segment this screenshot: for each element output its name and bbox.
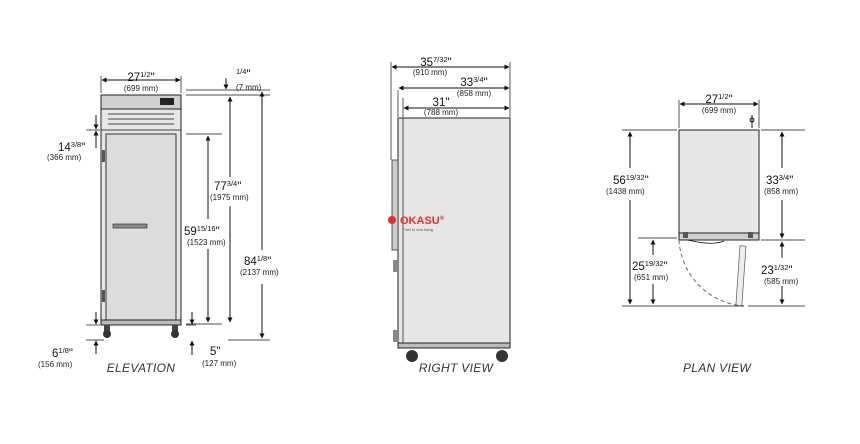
caster-stem bbox=[172, 325, 178, 331]
caster-wheel bbox=[406, 350, 418, 362]
plan-view-open-door bbox=[735, 245, 747, 307]
elevation-top-gap-mm: (7 mm) bbox=[236, 83, 262, 92]
door-handle bbox=[112, 223, 148, 229]
right-side-view: OKASU® Thiết bị nhà hàng 357/32" (910 mm… bbox=[388, 55, 511, 375]
right-view-caption: RIGHT VIEW bbox=[419, 361, 495, 375]
elevation-door-height-mm: (1523 mm) bbox=[187, 238, 226, 247]
right-view-body-depth-label: 31" bbox=[433, 97, 450, 109]
elevation-caster-mm: (127 mm) bbox=[202, 359, 237, 368]
door-hinge bbox=[102, 150, 105, 162]
plan-door-swing-mm: (651 mm) bbox=[634, 273, 669, 282]
elevation-overall-height-label: 841/8" bbox=[244, 254, 271, 268]
plan-view-hinge bbox=[748, 232, 753, 238]
elevation-grille-label: 143/8" bbox=[58, 140, 85, 154]
plan-width-label: 271/2" bbox=[705, 92, 732, 106]
elevation-caption: ELEVATION bbox=[107, 361, 176, 375]
plan-total-depth-label: 5619/32" bbox=[613, 173, 649, 187]
plan-door-clear-mm: (585 mm) bbox=[764, 277, 799, 286]
right-view-cabinet bbox=[397, 117, 511, 349]
plan-width-mm: (699 mm) bbox=[702, 106, 737, 115]
cord-plug-icon bbox=[749, 117, 755, 123]
plan-total-depth-mm: (1438 mm) bbox=[606, 187, 645, 196]
elevation-grille-mm: (366 mm) bbox=[47, 153, 82, 162]
right-view-overall-depth-label: 357/32" bbox=[420, 55, 452, 69]
elevation-base bbox=[100, 319, 182, 326]
plan-door-clear-label: 231/32" bbox=[761, 263, 793, 277]
watermark-brand: OKASU® bbox=[400, 215, 445, 227]
right-view-overall-depth-mm: (910 mm) bbox=[413, 68, 448, 77]
elevation-view: 271/2" (699 mm) 1/4" (7 mm) 143/8" (366 … bbox=[38, 67, 279, 375]
watermark-mark-icon bbox=[388, 216, 396, 224]
plan-view-door bbox=[678, 232, 760, 241]
door-hinge bbox=[102, 290, 105, 302]
right-view-base bbox=[397, 342, 511, 349]
elevation-body-height-mm: (1975 mm) bbox=[210, 193, 249, 202]
right-view-hinge bbox=[393, 330, 398, 342]
elevation-overall-height-mm: (2137 mm) bbox=[240, 268, 279, 277]
right-view-hinge bbox=[393, 260, 398, 272]
elevation-width-label: 271/2" bbox=[127, 70, 154, 84]
plan-depth-mm: (858 mm) bbox=[764, 187, 799, 196]
plan-view-hinge bbox=[683, 232, 688, 238]
okasu-watermark: OKASU® Thiết bị nhà hàng bbox=[388, 215, 445, 232]
caster-wheel bbox=[103, 330, 111, 338]
right-view-body-depth-mm: (788 mm) bbox=[424, 108, 459, 117]
plan-door-swing-label: 2519/32" bbox=[632, 259, 668, 273]
plan-view: 271/2" (699 mm) 5619/32" (1438 mm) 2519/… bbox=[606, 92, 805, 375]
elevation-display bbox=[160, 98, 174, 105]
elevation-caster-label: 5" bbox=[210, 346, 221, 358]
plan-depth-label: 333/4" bbox=[766, 173, 793, 187]
right-view-depth-mm: (858 mm) bbox=[457, 89, 492, 98]
watermark-tagline: Thiết bị nhà hàng bbox=[402, 227, 433, 232]
caster-wheel bbox=[496, 350, 508, 362]
elevation-top-gap-label: 1/4" bbox=[236, 67, 251, 81]
plan-view-latch bbox=[687, 239, 725, 244]
elevation-leg-label: 61/8" bbox=[52, 346, 73, 360]
right-view-depth-label: 333/4" bbox=[460, 75, 487, 89]
caster-stem bbox=[104, 325, 110, 331]
plan-view-cabinet bbox=[678, 129, 760, 239]
caster-wheel bbox=[171, 330, 179, 338]
elevation-width-mm: (699 mm) bbox=[124, 84, 159, 93]
door-swing-arc bbox=[678, 239, 745, 307]
elevation-body-height-label: 773/4" bbox=[214, 179, 241, 193]
plan-view-caption: PLAN VIEW bbox=[683, 361, 752, 375]
elevation-door-height-label: 5915/16" bbox=[184, 224, 220, 238]
right-view-handle bbox=[391, 159, 399, 251]
elevation-leg-mm: (156 mm) bbox=[38, 360, 73, 369]
